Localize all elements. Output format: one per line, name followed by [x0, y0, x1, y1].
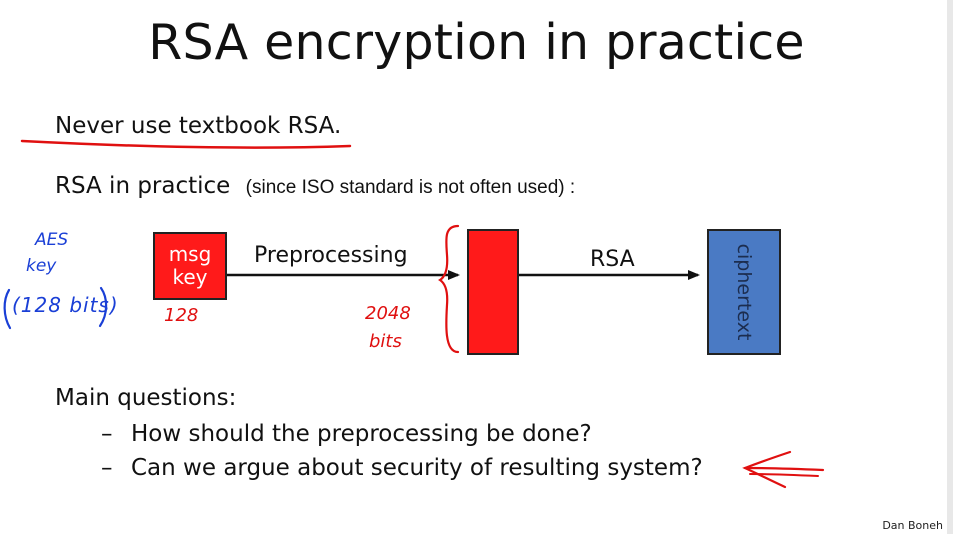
annotation-bits: bits — [369, 331, 402, 352]
slide-title: RSA encryption in practice — [148, 14, 805, 71]
red-underline — [20, 139, 352, 149]
annotation-128-bits: (128 bits) — [12, 293, 119, 317]
slide-edge — [947, 0, 953, 534]
blue-paren-left — [3, 288, 12, 330]
key-label: key — [172, 265, 208, 289]
ciphertext-box: ciphertext — [707, 229, 781, 355]
msg-label: msg — [168, 242, 212, 266]
statement-rsa-in-practice: RSA in practice (since ISO standard is n… — [55, 173, 575, 199]
red-brace — [438, 224, 460, 354]
msg-key-box: msg key — [153, 232, 227, 300]
red-left-arrow — [743, 466, 825, 472]
rsa-label: RSA — [590, 247, 635, 272]
annotation-aes: AES — [35, 230, 69, 250]
blue-paren-right — [98, 286, 108, 328]
rsa-in-practice-text: RSA in practice — [55, 173, 231, 199]
main-questions-heading: Main questions: — [55, 385, 237, 411]
iso-note: (since ISO standard is not often used) : — [245, 177, 576, 198]
annotation-key: key — [26, 256, 57, 276]
bullet-item: –Can we argue about security of resultin… — [101, 455, 703, 481]
bullet-dash: – — [101, 455, 113, 481]
preprocessed-block — [467, 229, 519, 355]
bullet-text: How should the preprocessing be done? — [131, 421, 592, 447]
author-credit: Dan Boneh — [882, 519, 943, 532]
bullet-text: Can we argue about security of resulting… — [131, 455, 703, 481]
bullet-dash: – — [101, 421, 113, 447]
statement-never-textbook-rsa: Never use textbook RSA. — [55, 113, 342, 139]
annotation-128: 128 — [164, 305, 199, 326]
annotation-128-bits-text: (128 bits) — [12, 293, 119, 317]
annotation-2048: 2048 — [365, 303, 411, 324]
preprocessing-label: Preprocessing — [254, 243, 408, 268]
bullet-item: –How should the preprocessing be done? — [101, 421, 592, 447]
